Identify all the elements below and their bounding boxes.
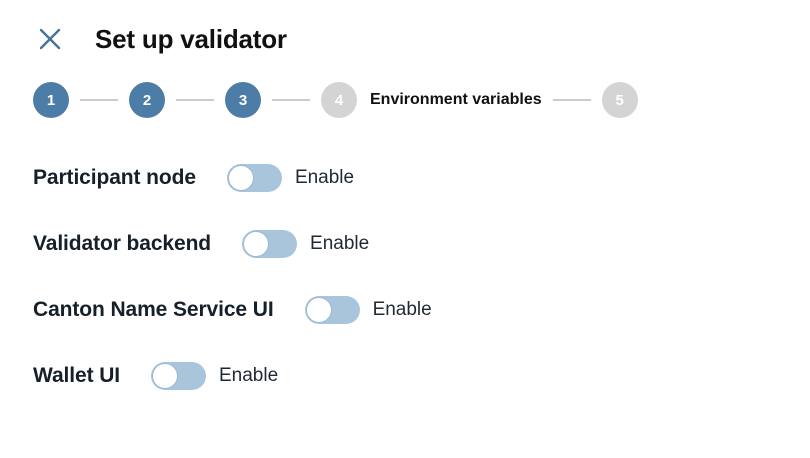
stepper: 1 2 3 4 Environment variables 5	[33, 78, 638, 122]
toggle-wallet-ui[interactable]	[151, 362, 206, 390]
stepper-step-5[interactable]: 5	[601, 82, 638, 118]
step-circle-5[interactable]: 5	[601, 82, 638, 118]
row-label: Wallet UI	[33, 364, 120, 387]
toggle-knob	[306, 298, 331, 322]
row-label: Canton Name Service UI	[33, 298, 274, 321]
toggle-canton-name-service-ui[interactable]	[304, 296, 360, 324]
environment-variables-form: Participant node Enable Validator backen…	[33, 145, 773, 409]
toggle-row-participant-node: Participant node Enable	[33, 145, 773, 211]
toggle-row-wallet-ui: Wallet UI Enable	[33, 343, 773, 409]
close-button[interactable]	[33, 22, 67, 56]
stepper-connector-2	[176, 99, 214, 101]
toggle-label: Enable	[310, 233, 370, 254]
page-title: Set up validator	[95, 23, 287, 54]
toggle-row-validator-backend: Validator backend Enable	[33, 211, 773, 277]
close-icon	[35, 24, 65, 54]
toggle-label: Enable	[294, 167, 355, 188]
stepper-connector-3	[272, 99, 310, 101]
step-circle-4[interactable]: 4	[321, 82, 357, 118]
step-circle-3[interactable]: 3	[225, 82, 261, 118]
toggle-label: Enable	[219, 365, 279, 386]
dialog-header: Set up validator	[0, 0, 810, 78]
toggle-row-canton-name-service-ui: Canton Name Service UI Enable	[33, 277, 773, 343]
stepper-step-4[interactable]: 4 Environment variables	[321, 82, 542, 118]
step-label-4: Environment variables	[370, 91, 542, 108]
toggle-participant-node[interactable]	[226, 164, 282, 192]
toggle-knob	[153, 364, 177, 388]
stepper-connector-1	[80, 99, 118, 101]
stepper-connector-4	[552, 99, 591, 101]
row-label: Participant node	[33, 166, 196, 189]
stepper-step-1[interactable]: 1	[33, 82, 69, 118]
toggle-label: Enable	[372, 299, 432, 320]
step-circle-2[interactable]: 2	[129, 82, 165, 118]
stepper-step-3[interactable]: 3	[225, 82, 261, 118]
stepper-step-2[interactable]: 2	[129, 82, 165, 118]
toggle-knob	[244, 232, 269, 256]
step-circle-1[interactable]: 1	[33, 82, 69, 118]
row-label: Validator backend	[33, 232, 212, 255]
toggle-validator-backend[interactable]	[242, 230, 298, 258]
toggle-knob	[228, 166, 253, 190]
